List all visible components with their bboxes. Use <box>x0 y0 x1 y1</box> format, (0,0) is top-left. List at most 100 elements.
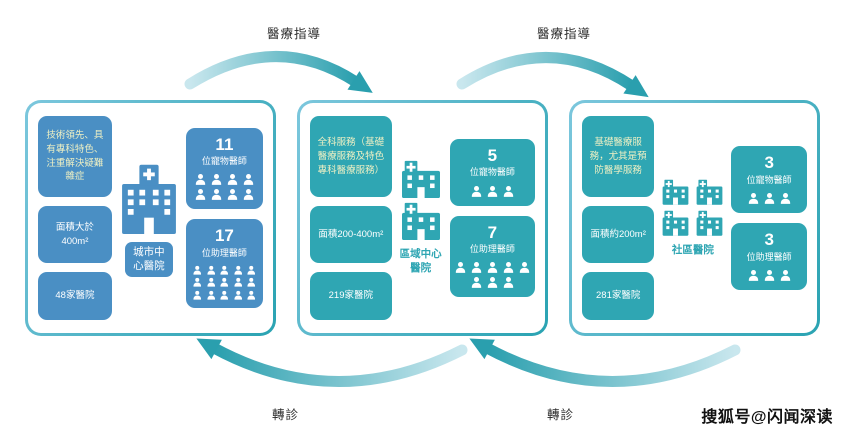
hospital-type-label: 區域中心醫院 <box>399 248 442 274</box>
feature-box: 技術領先、具有專科特色、注重解決疑難雜症 <box>38 116 112 198</box>
person-icon <box>747 192 760 205</box>
referral-label-2: 轉診 <box>547 408 575 422</box>
assistant-icons <box>190 265 259 301</box>
person-icon <box>518 261 531 274</box>
person-icon <box>763 192 776 205</box>
person-icon <box>486 261 499 274</box>
person-icon <box>226 173 239 186</box>
hospital-building-icon <box>120 159 178 234</box>
vet-icons <box>454 185 531 198</box>
person-icon <box>470 261 483 274</box>
person-icon <box>246 277 257 288</box>
person-icon <box>502 185 515 198</box>
person-icon <box>763 269 776 282</box>
person-icon <box>502 261 515 274</box>
vet-count: 11 <box>215 134 234 154</box>
assistant-count-box: 3 位助理醫師 <box>731 223 807 290</box>
person-icon <box>233 265 244 276</box>
referral-label-1: 轉診 <box>272 408 300 422</box>
person-icon <box>194 188 207 201</box>
vet-count: 3 <box>764 153 774 173</box>
person-icon <box>226 188 239 201</box>
assistant-count: 7 <box>487 222 498 242</box>
hospital-type-label: 社區醫院 <box>671 243 714 256</box>
person-icon <box>219 265 230 276</box>
vet-icons <box>735 192 803 205</box>
person-icon <box>246 265 257 276</box>
vet-icons <box>190 173 259 201</box>
person-icon <box>192 277 203 288</box>
person-icon <box>206 277 217 288</box>
arrow-guidance-1 <box>184 51 373 93</box>
arrow-referral-1 <box>196 338 468 387</box>
hospital-buildings-grid <box>662 179 723 236</box>
hospital-count-box: 281家醫院 <box>582 272 655 321</box>
area-box: 面積200-400m² <box>310 206 392 264</box>
icon-column: 城市中心醫院 <box>120 116 178 320</box>
assistant-label: 位助理醫師 <box>201 247 247 258</box>
hospital-building-icon <box>696 210 723 236</box>
person-icon <box>233 290 244 301</box>
vet-count-box: 5 位寵物醫師 <box>449 138 535 206</box>
vet-count-box: 11 位寵物醫師 <box>185 127 263 210</box>
panel-body: 全科服務（基礎醫療服務及特色專科醫療服務） 面積200-400m² 219家醫院… <box>300 103 545 333</box>
person-icon <box>779 192 792 205</box>
guidance-label-2: 醫療指導 <box>537 27 592 41</box>
vet-count-box: 3 位寵物醫師 <box>731 146 807 213</box>
info-column: 基礎醫療服務，尤其是預防醫學服務 面積約200m² 281家醫院 <box>582 116 655 321</box>
person-icon <box>219 277 230 288</box>
person-icon <box>779 269 792 282</box>
person-icon <box>210 173 223 186</box>
icon-column: 社區醫院 <box>662 116 723 320</box>
area-box: 面積大於400m² <box>38 206 112 264</box>
panel-community-hospital: 基礎醫療服務，尤其是預防醫學服務 面積約200m² 281家醫院 社區醫院 3 … <box>569 100 820 336</box>
person-icon <box>470 276 483 289</box>
area-box: 面積約200m² <box>582 206 655 264</box>
person-icon <box>194 173 207 186</box>
assistant-icons <box>735 269 803 282</box>
person-icon <box>242 173 255 186</box>
person-icon <box>486 276 499 289</box>
vet-count: 5 <box>487 145 498 165</box>
person-icon <box>233 277 244 288</box>
assistant-label: 位助理醫師 <box>746 251 792 262</box>
arrow-guidance-2 <box>456 52 649 98</box>
person-icon <box>192 290 203 301</box>
feature-box: 基礎醫療服務，尤其是預防醫學服務 <box>582 116 655 198</box>
hospital-building-icon <box>401 160 441 198</box>
arrow-referral-2 <box>469 338 741 387</box>
person-icon <box>192 265 203 276</box>
staff-column: 3 位寵物醫師 3 位助理醫師 <box>731 116 807 320</box>
staff-column: 5 位寵物醫師 7 位助理醫師 <box>449 116 535 320</box>
guidance-label-1: 醫療指導 <box>267 27 322 41</box>
vet-label: 位寵物醫師 <box>469 167 515 178</box>
person-icon <box>206 290 217 301</box>
person-icon <box>219 290 230 301</box>
hospital-building-icon <box>662 179 689 205</box>
assistant-label: 位助理醫師 <box>469 244 515 255</box>
person-icon <box>502 276 515 289</box>
assistant-count: 3 <box>764 230 774 249</box>
hospital-type-label: 城市中心醫院 <box>124 241 173 278</box>
hospital-building-icon <box>401 202 441 240</box>
person-icon <box>470 185 483 198</box>
panel-body: 基礎醫療服務，尤其是預防醫學服務 面積約200m² 281家醫院 社區醫院 3 … <box>572 103 817 333</box>
feature-box: 全科服務（基礎醫療服務及特色專科醫療服務） <box>310 116 392 198</box>
vet-label: 位寵物醫師 <box>746 174 792 185</box>
vet-label: 位寵物醫師 <box>201 156 247 167</box>
person-icon <box>210 188 223 201</box>
info-column: 全科服務（基礎醫療服務及特色專科醫療服務） 面積200-400m² 219家醫院 <box>310 116 392 321</box>
panel-body: 技術領先、具有專科特色、注重解決疑難雜症 面積大於400m² 48家醫院 城市中… <box>28 103 273 333</box>
panel-regional-center-hospital: 全科服務（基礎醫療服務及特色專科醫療服務） 面積200-400m² 219家醫院… <box>297 100 548 336</box>
info-column: 技術領先、具有專科特色、注重解決疑難雜症 面積大於400m² 48家醫院 <box>38 116 112 321</box>
person-icon <box>747 269 760 282</box>
person-icon <box>486 185 499 198</box>
person-icon <box>246 290 257 301</box>
icon-column: 區域中心醫院 <box>400 116 442 320</box>
person-icon <box>454 261 467 274</box>
staff-column: 11 位寵物醫師 17 位助理醫師 <box>185 116 263 320</box>
assistant-count-box: 17 位助理醫師 <box>185 219 263 309</box>
hospital-count-box: 48家醫院 <box>38 272 112 321</box>
